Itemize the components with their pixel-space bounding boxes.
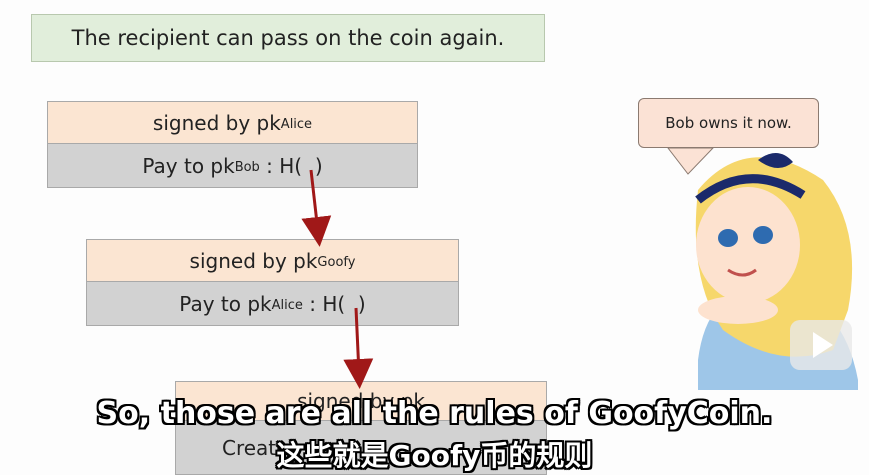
signed-label: signed by pk — [297, 389, 425, 413]
signed-label: signed by pk — [152, 110, 281, 135]
arrow-2 — [343, 307, 374, 389]
subtitle-english: So, those are all the rules of GoofyCoin… — [96, 396, 773, 431]
slide-title: The recipient can pass on the coin again… — [31, 14, 545, 62]
signed-key: Alice — [280, 117, 313, 132]
signed-label: signed by pk — [189, 248, 318, 273]
pay-label: Pay to pk — [142, 153, 235, 178]
alice-illustration — [666, 147, 858, 390]
signed-key: Goofy — [317, 255, 356, 270]
speech-tail — [666, 147, 715, 175]
hash-label: : H( ) — [302, 291, 366, 316]
pay-label: Pay to pk — [179, 291, 272, 316]
pay-key: Bob — [234, 160, 260, 175]
pay-row: Create — [175, 421, 547, 475]
pay-key: Alice — [271, 298, 303, 313]
hash-label: : H( ) — [259, 153, 323, 178]
speech-bubble: Bob owns it now. — [638, 98, 819, 148]
arrow-1 — [301, 169, 332, 247]
subtitle-chinese: 这些就是Goofy币的规则 — [276, 439, 593, 472]
create-label: Create — [222, 435, 289, 460]
